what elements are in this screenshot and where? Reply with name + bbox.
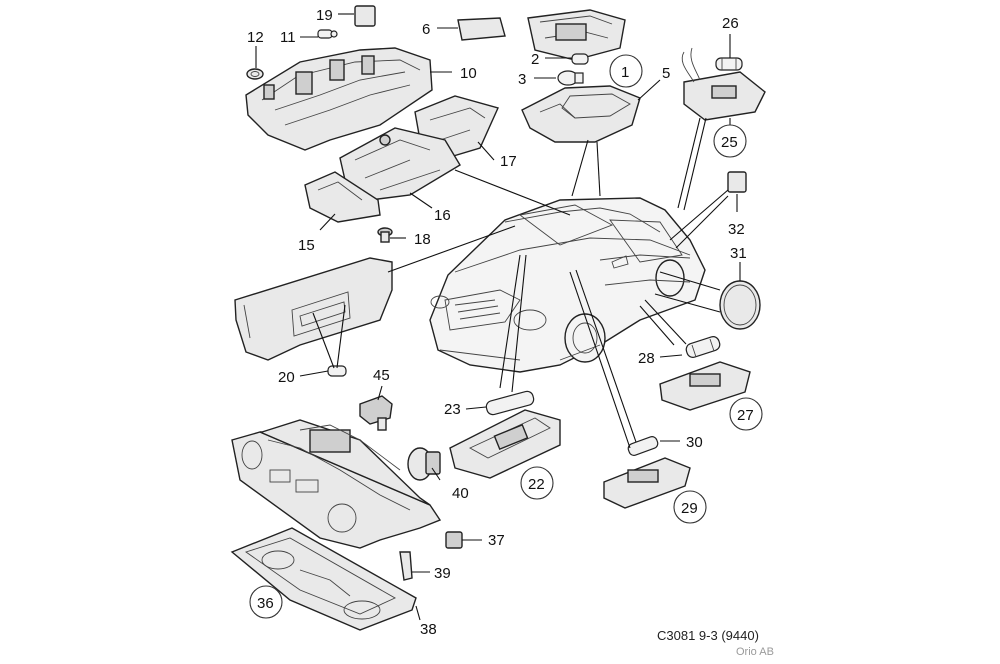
- callout-10: 10: [460, 65, 477, 82]
- callout-labels: 19 11 12 10 6 2 3 1 5 26 25 17 16 15 18 …: [247, 7, 754, 638]
- leader-lines: [255, 13, 741, 621]
- callout-23: 23: [444, 401, 461, 418]
- lamp-housing-27: [659, 361, 751, 411]
- pad-part: [457, 17, 506, 41]
- lens-ring-31: [719, 280, 761, 330]
- callout-37: 37: [488, 532, 505, 549]
- lamp-socket-40: [407, 447, 441, 481]
- cap-part: [354, 5, 376, 27]
- callout-20: 20: [278, 369, 295, 386]
- callout-19: 19: [316, 7, 333, 24]
- callout-26: 26: [722, 15, 739, 32]
- callout-27: 27: [737, 407, 754, 424]
- switch-45: [359, 395, 393, 431]
- panel-15: [304, 171, 381, 223]
- glove-box-lid: [230, 527, 417, 631]
- callout-12: 12: [247, 29, 264, 46]
- callout-11: 11: [280, 29, 296, 46]
- callout-39: 39: [434, 565, 451, 582]
- callout-30: 30: [686, 434, 703, 451]
- callout-22: 22: [528, 476, 545, 493]
- sun-visor: [234, 257, 393, 361]
- clip-39: [399, 551, 413, 581]
- callout-29: 29: [681, 500, 698, 517]
- copyright-label: Orio AB: [736, 646, 774, 658]
- car-illustration: [429, 197, 706, 373]
- bulb-3: [557, 70, 584, 86]
- bulb-28: [685, 336, 721, 358]
- screw-18: [377, 227, 393, 243]
- overhead-console-frame: [245, 47, 433, 151]
- callout-15: 15: [298, 237, 315, 254]
- lamp-housing-29: [603, 457, 691, 509]
- dome-lens-5: [521, 85, 641, 143]
- callout-38: 38: [420, 621, 437, 638]
- bulb-26: [715, 57, 743, 71]
- callout-2: 2: [531, 51, 539, 68]
- diagram-code: C3081 9-3 (9440): [657, 628, 759, 643]
- cap-32: [727, 171, 747, 193]
- callout-25: 25: [721, 134, 738, 151]
- callout-17: 17: [500, 153, 517, 170]
- bulb-11: [317, 29, 338, 39]
- callout-16: 16: [434, 207, 451, 224]
- callout-3: 3: [518, 71, 526, 88]
- callout-28: 28: [638, 350, 655, 367]
- bulb-23: [485, 390, 535, 416]
- ring-12: [246, 68, 264, 80]
- callout-31: 31: [730, 245, 747, 262]
- callout-32: 32: [728, 221, 745, 238]
- dome-light-module: [527, 9, 626, 61]
- callout-40: 40: [452, 485, 469, 502]
- part-37: [445, 531, 463, 549]
- bulb-2: [571, 53, 589, 65]
- callout-18: 18: [414, 231, 431, 248]
- callout-45: 45: [373, 367, 390, 384]
- callout-36: 36: [257, 595, 274, 612]
- callout-1: 1: [621, 64, 629, 81]
- callout-circles: [249, 54, 763, 619]
- glove-box: [231, 419, 442, 549]
- lamp-housing-25: [681, 47, 766, 121]
- callout-5: 5: [662, 65, 670, 82]
- callout-6: 6: [422, 21, 430, 38]
- bulb-30: [627, 436, 659, 456]
- lamp-housing-22: [449, 409, 561, 479]
